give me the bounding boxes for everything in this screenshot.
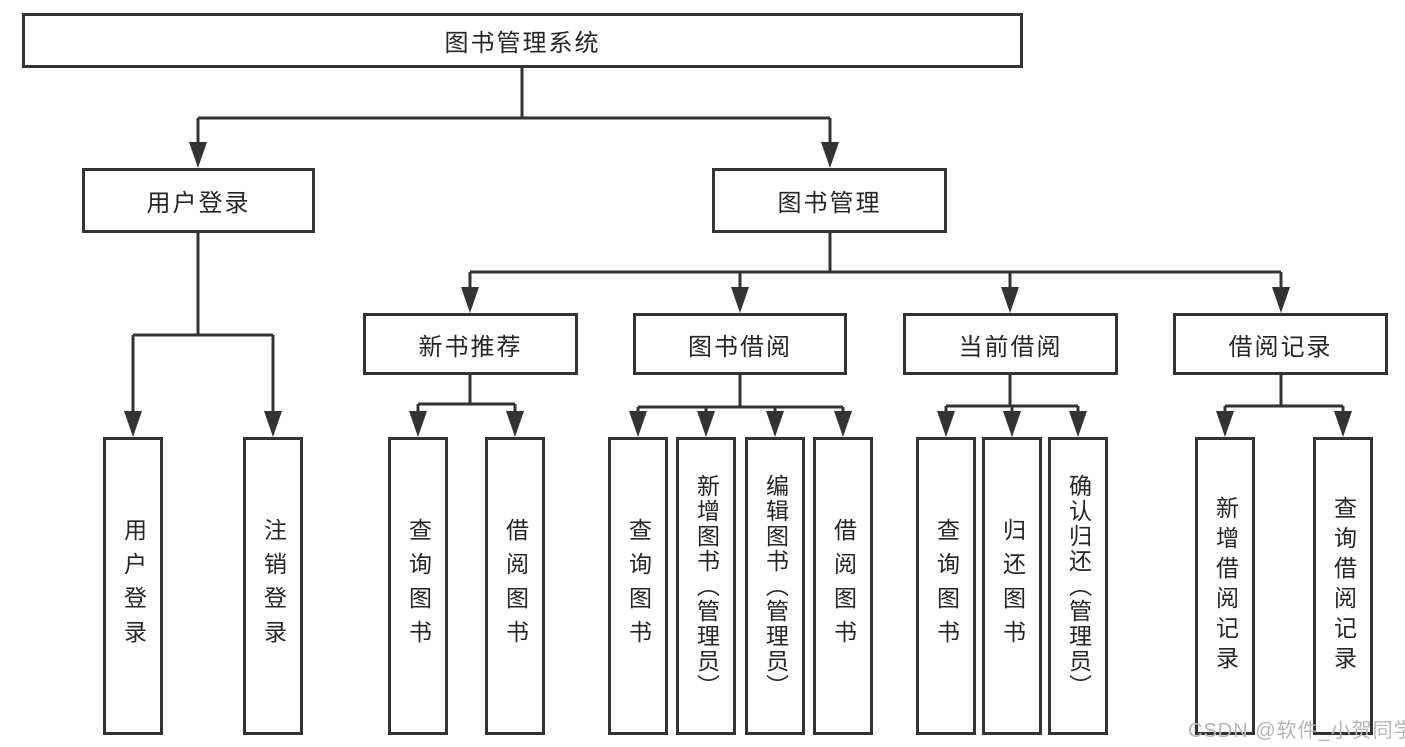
connector-current-borrow-to-leaves <box>937 375 1087 437</box>
leaf-add-book-admin: 新增图书（管理员） <box>676 437 736 735</box>
connector-user-login-to-leaves <box>124 233 282 437</box>
connector-new-book-recommend-to-leaves <box>409 375 524 437</box>
leaf-user-login: 用户登录 <box>103 437 163 735</box>
leaf-logout: 注销登录 <box>243 437 303 735</box>
node-root: 图书管理系统 <box>22 13 1023 68</box>
leaf-edit-book-admin: 编辑图书（管理员） <box>745 437 805 735</box>
connector-book-borrow-to-leaves <box>629 375 852 437</box>
csdn-watermark: CSDN @软件_小贺同学 <box>1188 720 1405 742</box>
leaf-query-books-borrow: 查询图书 <box>608 437 668 735</box>
node-current-borrow: 当前借阅 <box>903 313 1118 375</box>
leaf-query-books-current: 查询图书 <box>916 437 976 735</box>
node-borrow-records: 借阅记录 <box>1173 313 1388 375</box>
node-user-login: 用户登录 <box>82 168 315 233</box>
leaf-add-borrow-record: 新增借阅记录 <box>1195 437 1255 735</box>
connector-borrow-records-to-leaves <box>1216 375 1352 437</box>
leaf-query-books-recommend: 查询图书 <box>388 437 448 735</box>
leaf-confirm-return-admin: 确认归还（管理员） <box>1048 437 1108 735</box>
node-new-book-recommend: 新书推荐 <box>363 313 578 375</box>
leaf-query-borrow-record: 查询借阅记录 <box>1313 437 1373 735</box>
leaf-return-book: 归还图书 <box>982 437 1042 735</box>
connector-book-management-to-level2 <box>461 233 1290 313</box>
node-book-management: 图书管理 <box>712 168 947 233</box>
leaf-borrow-books-borrow: 借阅图书 <box>813 437 873 735</box>
leaf-borrow-books-recommend: 借阅图书 <box>485 437 545 735</box>
node-book-borrow: 图书借阅 <box>633 313 847 375</box>
connector-root-to-level1 <box>189 68 839 168</box>
